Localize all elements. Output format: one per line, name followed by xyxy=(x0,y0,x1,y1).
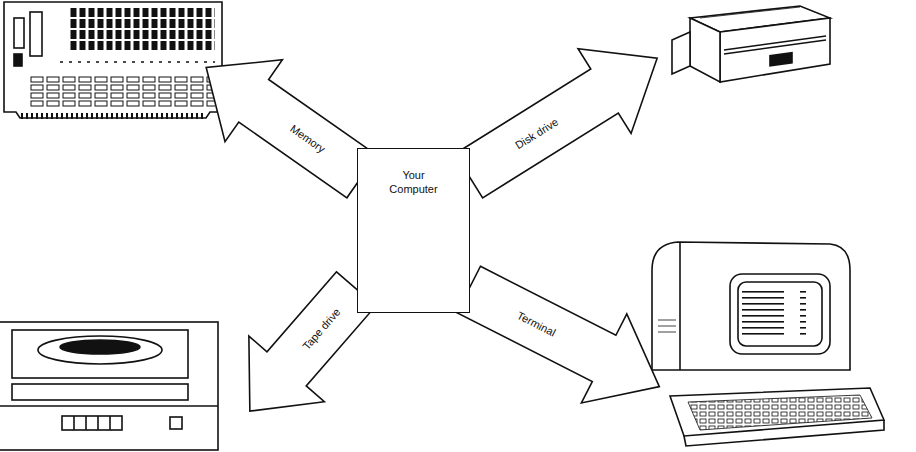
tape-deck xyxy=(12,330,188,378)
vent xyxy=(658,326,676,327)
terminal-screen xyxy=(738,282,822,346)
button-gap xyxy=(97,416,99,430)
terminal-case xyxy=(652,242,850,370)
block-arrow-shape xyxy=(446,245,682,431)
button-gap xyxy=(85,416,87,430)
drive-side xyxy=(690,18,720,82)
drive-slot xyxy=(724,40,826,54)
arrow-label: Memory xyxy=(242,82,373,196)
board-trace xyxy=(60,61,215,63)
tape-power-switch xyxy=(170,417,182,429)
drive-bracket xyxy=(672,32,690,74)
block-arrow-shape xyxy=(442,16,683,218)
drive-latch xyxy=(770,53,792,66)
arrow-label: Disk drive xyxy=(458,71,614,196)
edge-connector xyxy=(20,113,206,119)
keyboard-edge xyxy=(684,420,884,446)
tape-cabinet xyxy=(0,322,218,450)
tape-buttons xyxy=(62,416,122,430)
box-label: Your Computer xyxy=(382,168,446,196)
board-outline xyxy=(4,2,222,118)
block-arrow-shape xyxy=(212,256,394,444)
board-chip xyxy=(14,18,24,48)
block-arrow-outline xyxy=(446,245,682,431)
drive-edge xyxy=(700,7,800,18)
drive-slot xyxy=(724,36,826,50)
button-gap xyxy=(73,416,75,430)
block-arrow-outline xyxy=(442,16,683,218)
vent xyxy=(658,320,676,321)
terminal-seam xyxy=(679,242,681,370)
memory-board xyxy=(4,2,222,119)
terminal xyxy=(652,242,884,446)
ram-chips xyxy=(70,8,215,52)
tape-drive xyxy=(0,322,218,450)
tape-divider xyxy=(0,405,218,407)
keyboard-keys xyxy=(688,395,872,430)
computer-box: Your Computer xyxy=(357,148,470,313)
logic-chips xyxy=(30,76,215,108)
block-arrow: Disk drive xyxy=(442,16,683,218)
block-arrow: Terminal xyxy=(446,245,682,431)
tape-reel-hub xyxy=(60,340,140,354)
keyboard xyxy=(670,388,884,436)
tape-reel xyxy=(38,336,162,364)
tape-panel xyxy=(12,384,188,400)
board-chip xyxy=(14,54,22,66)
board-chip xyxy=(30,12,42,56)
arrow-label: Terminal xyxy=(460,268,612,380)
screen-text-lines xyxy=(742,290,806,338)
vent xyxy=(658,332,676,333)
button-gap xyxy=(109,416,111,430)
terminal-bezel xyxy=(730,274,830,354)
disk-drive xyxy=(672,6,830,82)
drive-front xyxy=(720,18,830,82)
